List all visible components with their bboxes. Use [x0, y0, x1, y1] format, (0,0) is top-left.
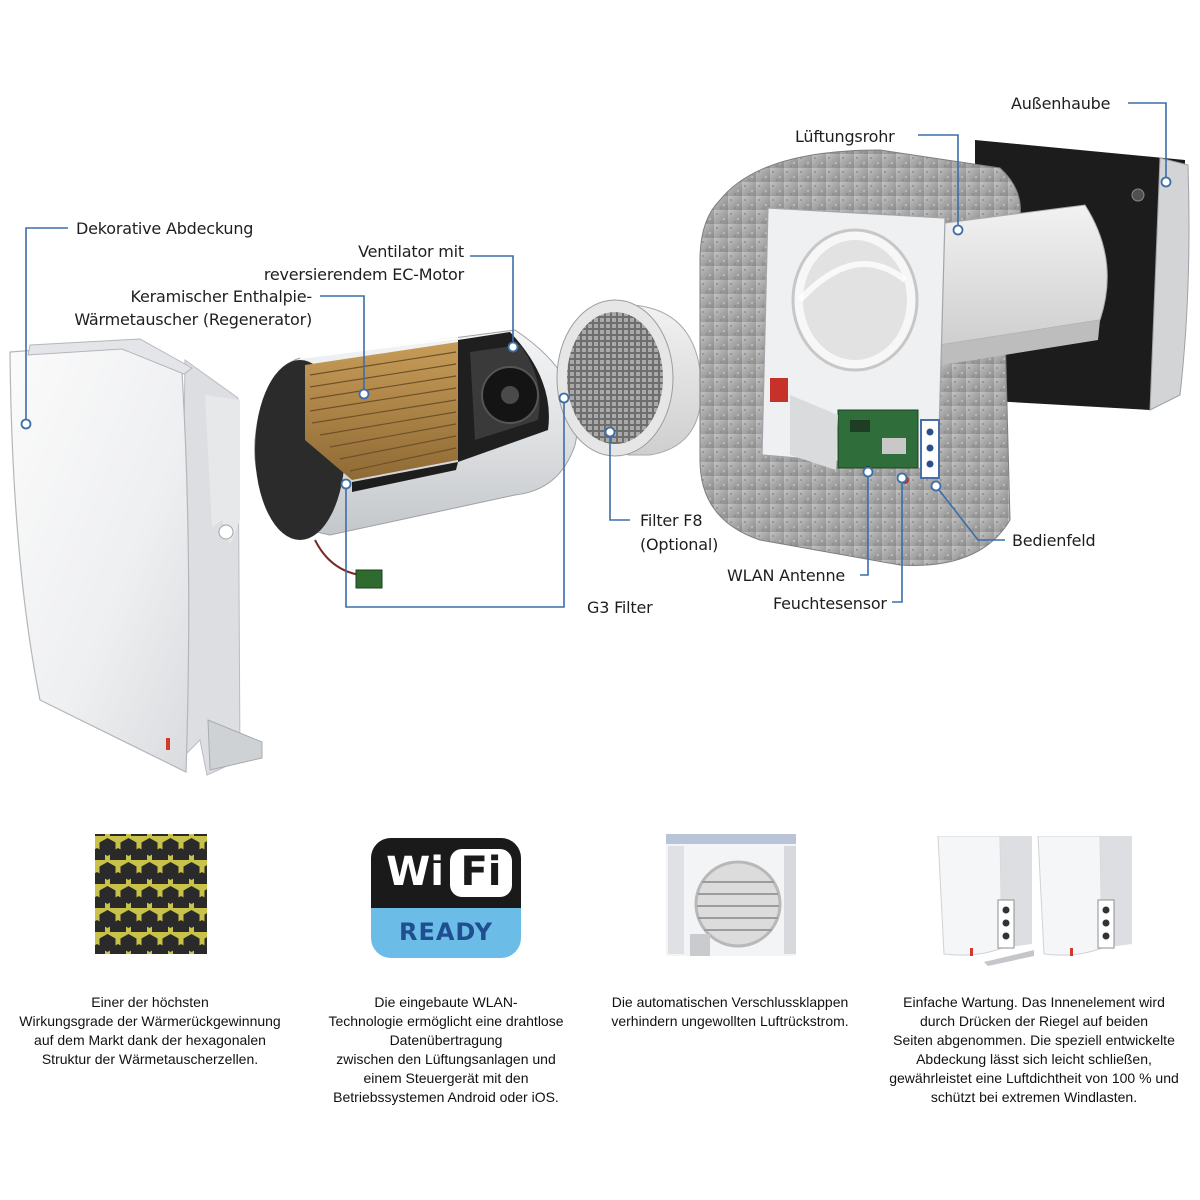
feature-line: Einfache Wartung. Das Innenelement wird: [903, 994, 1165, 1010]
feature-shutter-text: Die automatischen Verschlussklappen verh…: [580, 993, 880, 1031]
feature-line: durch Drücken der Riegel auf beiden: [919, 1013, 1149, 1029]
feature-line: Die automatischen Verschlussklappen: [611, 994, 849, 1010]
wifi-logo-wi: Wi: [386, 849, 444, 895]
decorative-cover: [9, 338, 263, 776]
label-aussenhaube: Außenhaube: [1011, 94, 1111, 113]
feature-maintenance-text: Einfache Wartung. Das Innenelement wird …: [871, 993, 1197, 1107]
wifi-logo-fi: Fi: [460, 849, 502, 895]
label-ventilator: Ventilator mit reversierendem EC-Motor: [250, 241, 464, 285]
label-wlan-antenne: WLAN Antenne: [727, 566, 846, 585]
feature-line: Abdeckung lässt sich leicht schließen,: [916, 1051, 1152, 1067]
wifi-ready-logo: Wi Fi READY: [370, 837, 522, 959]
feature-line: Wirkungsgrade der Wärmerückgewinnung: [19, 1013, 281, 1029]
feature-honeycomb-text: Einer der höchsten Wirkungsgrade der Wär…: [0, 993, 300, 1069]
feature-line: einem Steuergerät mit den: [363, 1070, 529, 1086]
label-filter-f8: Filter F8 (Optional): [640, 510, 718, 555]
feature-line: Seiten abgenommen. Die speziell entwicke…: [893, 1032, 1175, 1048]
feature-line: Struktur der Wärmetauscherzellen.: [41, 1051, 259, 1067]
leader-lines: [25, 102, 1167, 608]
label-lueftungsrohr: Lüftungsrohr: [795, 127, 895, 146]
feature-line: Technologie ermöglicht eine drahtlose: [328, 1013, 564, 1029]
label-filter-f8-line1: Filter F8: [640, 511, 703, 530]
feature-line: verhindern ungewollten Luftrückstrom.: [611, 1013, 849, 1029]
label-ventilator-line2: reversierendem EC-Motor: [263, 265, 464, 284]
leader-dots: [20, 176, 1172, 492]
filter-f8: [556, 299, 702, 457]
feature-wifi-text: Die eingebaute WLAN- Technologie ermögli…: [296, 993, 596, 1107]
feature-line: Datenübertragung: [389, 1032, 503, 1048]
diagram-illustration: [9, 102, 1190, 776]
label-ventilator-line1: Ventilator mit: [358, 242, 464, 261]
label-g3-filter: G3 Filter: [587, 598, 653, 617]
regenerator-cartridge: [254, 329, 578, 589]
feature-line: Betriebssystemen Android oder iOS.: [333, 1089, 559, 1105]
feature-line: zwischen den Lüftungsanlagen und: [336, 1051, 556, 1067]
feature-line: Die eingebaute WLAN-: [374, 994, 518, 1010]
wall-sleeve: [699, 140, 1190, 566]
label-filter-f8-line2: (Optional): [640, 535, 719, 554]
label-keramischer-line1: Keramischer Enthalpie-: [130, 287, 313, 306]
feature-line: auf dem Markt dank der hexagonalen: [34, 1032, 266, 1048]
maintenance-covers-icon: [936, 835, 1134, 972]
label-dekorative-abdeckung: Dekorative Abdeckung: [76, 219, 254, 238]
feature-line: gewährleistet eine Luftdichtheit von 100…: [889, 1070, 1179, 1086]
label-feuchtesensor: Feuchtesensor: [773, 594, 887, 613]
wifi-logo-ready: READY: [398, 918, 493, 946]
label-keramischer-waermetauscher: Keramischer Enthalpie- Wärmetauscher (Re…: [62, 286, 312, 330]
honeycomb-icon: [95, 834, 207, 954]
label-bedienfeld: Bedienfeld: [1012, 531, 1096, 550]
label-keramischer-line2: Wärmetauscher (Regenerator): [74, 310, 312, 329]
exploded-diagram: Außenhaube Lüftungsrohr Dekorative Abdec…: [9, 94, 1190, 776]
feature-line: schützt bei extremen Windlasten.: [930, 1089, 1138, 1105]
shutter-flaps-icon: [666, 834, 796, 956]
feature-line: Einer der höchsten: [91, 994, 209, 1010]
